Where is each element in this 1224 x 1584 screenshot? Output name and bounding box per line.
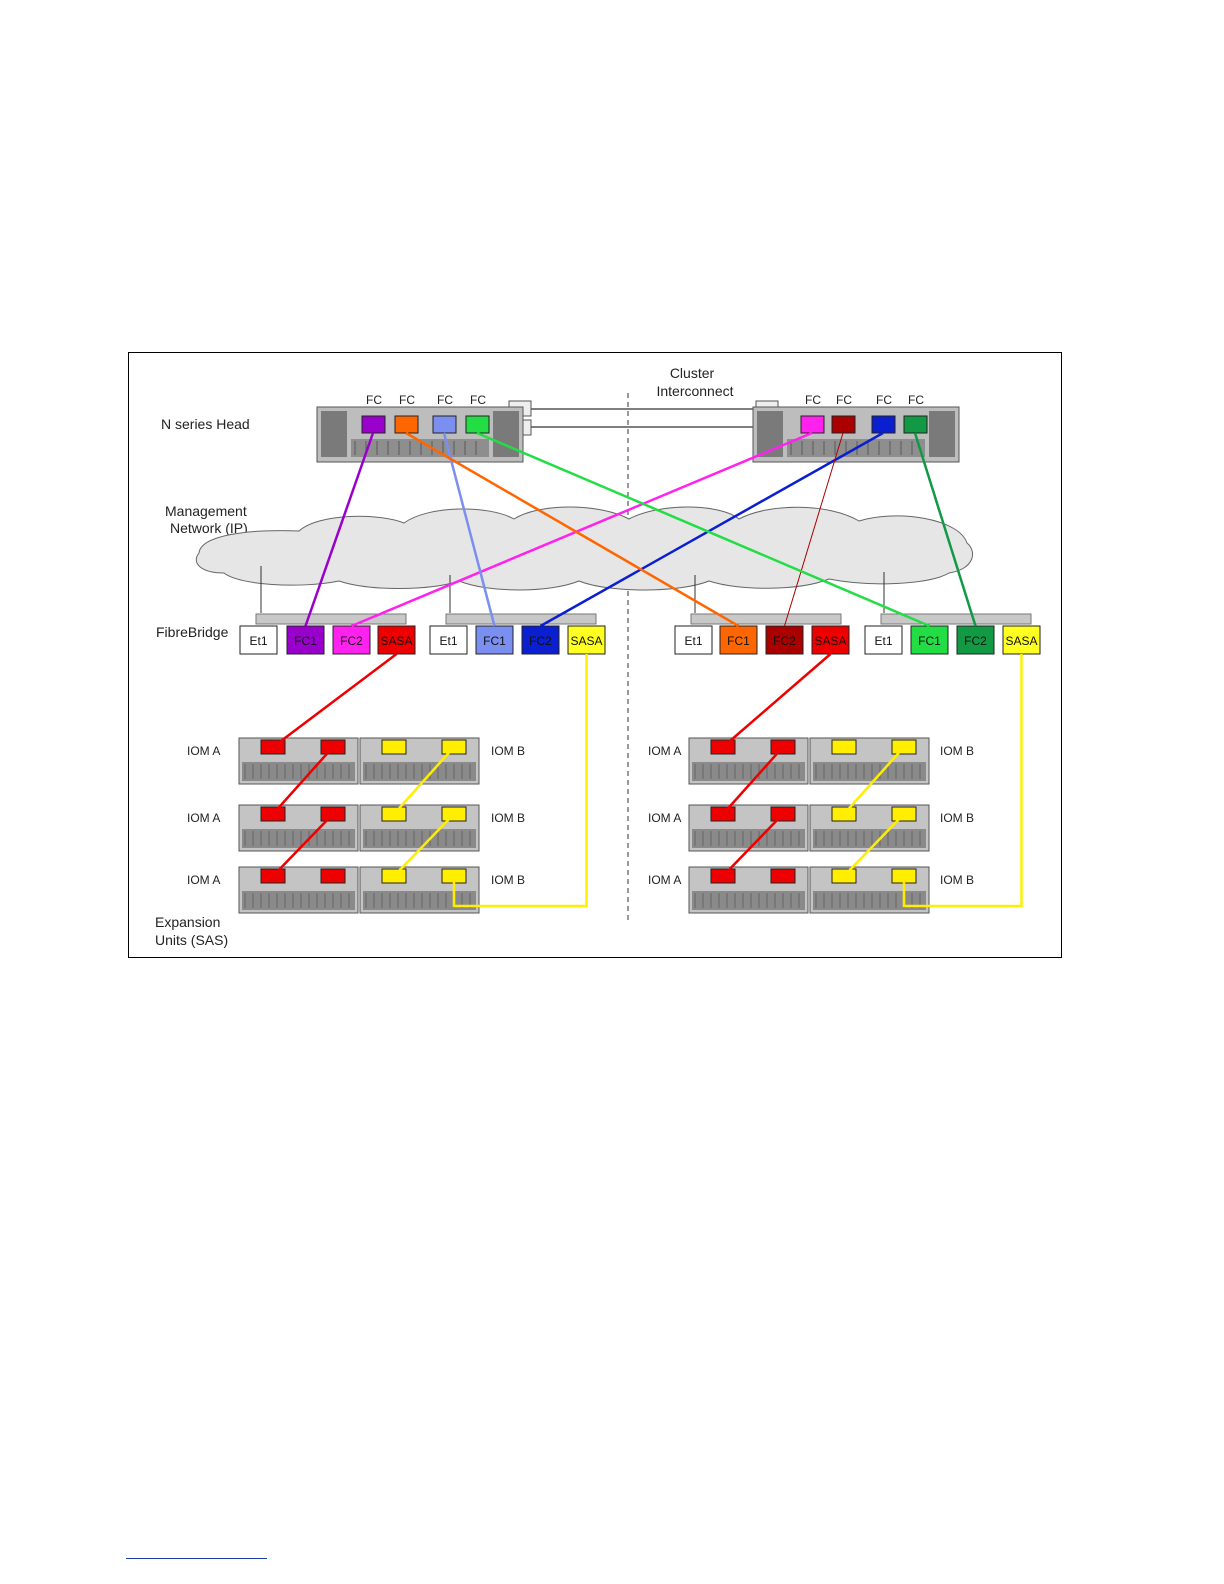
bridge-port-label: SASA	[570, 634, 602, 648]
shelf-vent	[692, 829, 805, 848]
fibrebridge-row: Et1 FC1 FC2 SASA Et1 FC1 FC2 SASA Et1 FC1 FC2 SASA E…	[240, 614, 1040, 654]
head-fc-port[interactable]	[433, 416, 456, 433]
bridge-port-label: FC1	[727, 634, 750, 648]
iom-a-label: IOM A	[187, 873, 220, 887]
mirrored-fabric-diagram: Cluster Interconnect N series Head Manag…	[129, 353, 1063, 959]
n-series-head-label: N series Head	[161, 416, 250, 432]
iom-a-label: IOM A	[648, 811, 681, 825]
bridge-port-label: FC1	[918, 634, 941, 648]
controller-head-left: FC FC FC FC	[317, 393, 523, 462]
shelf-vent	[363, 762, 476, 781]
shelf-vent	[813, 762, 926, 781]
iom-b-label: IOM B	[491, 744, 525, 758]
head-fc-port[interactable]	[395, 416, 418, 433]
shelf-vent	[692, 891, 805, 910]
iom-port[interactable]	[832, 740, 856, 754]
footnote-rule	[126, 1558, 267, 1559]
bridge-port-label: Et1	[439, 634, 457, 648]
head-fc-port[interactable]	[832, 416, 855, 433]
head-fc-port[interactable]	[466, 416, 489, 433]
bridge-port-label: FC1	[483, 634, 506, 648]
diagram-frame: Cluster Interconnect N series Head Manag…	[128, 352, 1062, 958]
iom-port[interactable]	[321, 869, 345, 883]
iom-b-label: IOM B	[940, 873, 974, 887]
fibrebridge-chassis	[256, 614, 406, 624]
head-fc-port[interactable]	[904, 416, 927, 433]
bridge-port-label: SASA	[380, 634, 412, 648]
iom-b-label: IOM B	[940, 811, 974, 825]
bridge-port-label: Et1	[874, 634, 892, 648]
cluster-label-2: Interconnect	[656, 383, 733, 399]
bridge-port-label: FC2	[964, 634, 987, 648]
cluster-label-1: Cluster	[670, 365, 715, 381]
head-port-label: FC	[399, 393, 415, 407]
iom-b-label: IOM B	[491, 873, 525, 887]
head-fc-port[interactable]	[362, 416, 385, 433]
head-port-label: FC	[366, 393, 382, 407]
shelf-vent	[813, 829, 926, 848]
shelf-vent	[242, 829, 355, 848]
head-port-label: FC	[805, 393, 821, 407]
cluster-interconnect	[509, 401, 778, 435]
iom-a-label: IOM A	[648, 744, 681, 758]
fibrebridge-label: FibreBridge	[156, 624, 229, 640]
bridge-port-label: Et1	[249, 634, 267, 648]
bridge-port-label: SASA	[814, 634, 846, 648]
bridge-port-label: SASA	[1005, 634, 1037, 648]
controller-head-right: FC FC FC FC	[753, 393, 959, 462]
bridge-port-label: FC1	[294, 634, 317, 648]
fibrebridge-chassis	[691, 614, 841, 624]
expansion-shelves: IOM A IOM B IOM A IOM B IOM A IOM B IOM A IOM B…	[187, 738, 974, 913]
bridge-port-label: FC2	[529, 634, 552, 648]
management-label-1: Management	[165, 503, 247, 519]
bridge-port-label: Et1	[684, 634, 702, 648]
head-fc-port[interactable]	[801, 416, 824, 433]
iom-a-label: IOM A	[187, 744, 220, 758]
fibrebridge-chassis	[446, 614, 596, 624]
head-port-label: FC	[876, 393, 892, 407]
iom-b-label: IOM B	[940, 744, 974, 758]
sas-cable	[723, 654, 831, 747]
iom-a-label: IOM A	[648, 873, 681, 887]
iom-port[interactable]	[382, 740, 406, 754]
head-port-label: FC	[437, 393, 453, 407]
sas-cable	[273, 654, 397, 747]
bridge-port-label: FC2	[340, 634, 363, 648]
iom-port[interactable]	[771, 869, 795, 883]
shelf-vent	[363, 829, 476, 848]
shelf-vent	[692, 762, 805, 781]
bridge-port-label: FC2	[773, 634, 796, 648]
head-port-label: FC	[836, 393, 852, 407]
iom-a-label: IOM A	[187, 811, 220, 825]
head-port-label: FC	[470, 393, 486, 407]
shelf-vent	[242, 891, 355, 910]
head-port-label: FC	[908, 393, 924, 407]
expansion-label-1: Expansion	[155, 914, 220, 930]
iom-b-label: IOM B	[491, 811, 525, 825]
shelf-vent	[242, 762, 355, 781]
management-network-cloud	[196, 507, 972, 590]
head-fc-port[interactable]	[872, 416, 895, 433]
expansion-label-2: Units (SAS)	[155, 932, 228, 948]
